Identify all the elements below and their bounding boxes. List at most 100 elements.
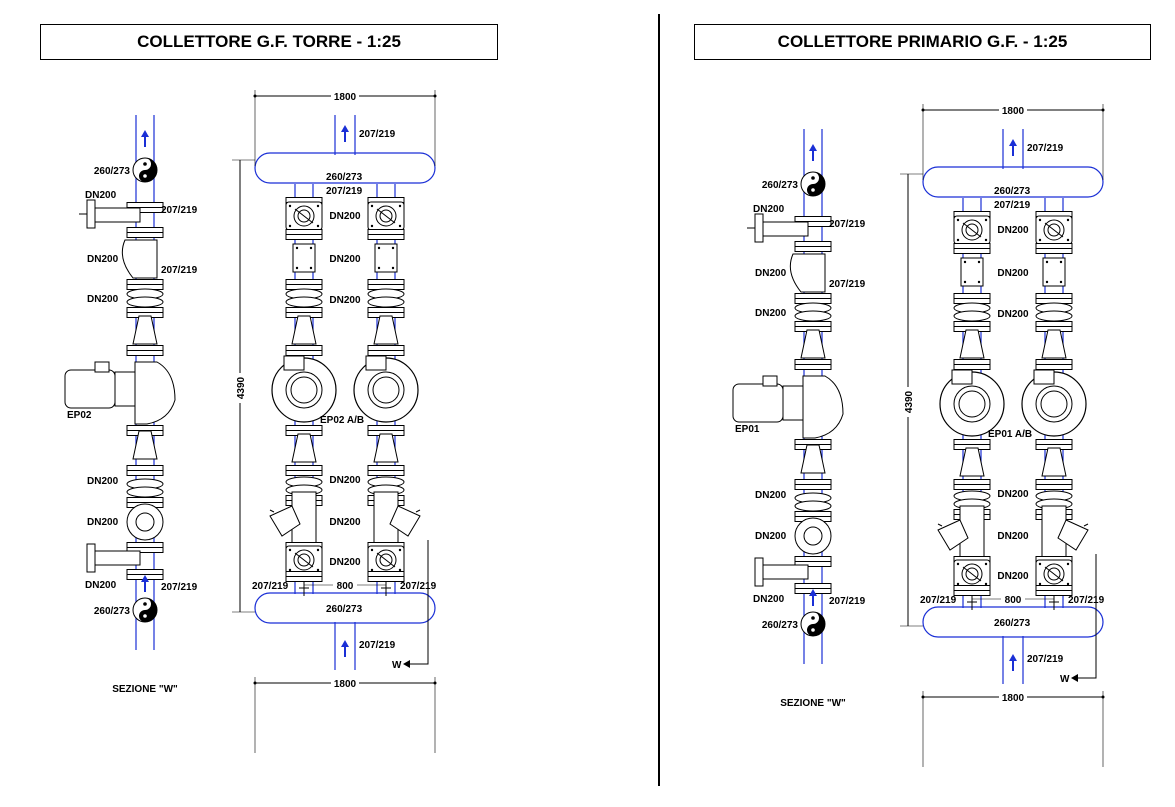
title-left: COLLETTORE G.F. TORRE - 1:25	[40, 24, 498, 60]
flange	[126, 279, 164, 290]
label-dn: DN200	[997, 268, 1029, 279]
flange	[1035, 585, 1073, 596]
dimension-tick	[921, 695, 925, 699]
flange	[367, 229, 405, 240]
label-size-small: 207/219	[829, 596, 866, 607]
dimension-tick	[433, 681, 437, 685]
valve-actuator	[94, 207, 141, 223]
label-dn: DN200	[329, 295, 361, 306]
flange	[794, 293, 832, 304]
compensator	[794, 492, 832, 512]
flow-arrow-icon	[340, 639, 350, 658]
dimension-label: 1800	[1002, 693, 1025, 704]
label-size-small: 207/219	[161, 205, 198, 216]
valve-actuator	[762, 564, 809, 580]
flange	[285, 345, 323, 356]
label-size-small: 207/219	[829, 219, 866, 230]
label-size-small: 207/219	[359, 640, 396, 651]
label-dn: DN200	[329, 254, 361, 265]
butterfly-valve	[285, 201, 323, 231]
label-pump-pair: EP02 A/B	[320, 415, 364, 426]
flange	[126, 227, 164, 238]
label-dn: DN200	[87, 294, 119, 305]
flow-arrow-icon	[1008, 138, 1018, 157]
label-size-small: 207/219	[1068, 595, 1105, 606]
y-strainer	[269, 491, 317, 549]
dimension-label-vertical: 4390	[236, 376, 247, 399]
flow-sensor-icon	[800, 171, 826, 197]
label-size-big: 260/273	[762, 620, 799, 631]
label-pump: EP02	[67, 410, 92, 421]
butterfly-valve	[953, 559, 991, 589]
section-marker-arrow	[1071, 674, 1078, 682]
dimension-tick	[1101, 695, 1105, 699]
label-section: SEZIONE "W"	[112, 684, 178, 695]
label-size-small: 207/219	[920, 595, 957, 606]
label-dn: DN200	[997, 531, 1029, 542]
label-dn: DN200	[329, 475, 361, 486]
compensator	[367, 288, 405, 308]
flange	[1035, 293, 1073, 304]
flow-sensor-icon	[132, 157, 158, 183]
right-drawing: 260/273DN200207/219DN200207/219DN200EP01…	[732, 104, 1105, 767]
dimension-label-vertical: 4390	[904, 390, 915, 413]
flange	[367, 279, 405, 290]
label-dn: DN200	[997, 225, 1029, 236]
dimension-label-bg	[902, 387, 914, 417]
flange	[953, 479, 991, 490]
label-size-small: 207/219	[252, 581, 289, 592]
label-dn: DN200	[329, 557, 361, 568]
section-marker-arrow	[403, 660, 410, 668]
flow-arrow-icon	[140, 129, 150, 148]
label-size-small: 207/219	[1027, 654, 1064, 665]
pump-terminal-box	[762, 375, 778, 387]
label-dn: DN200	[755, 308, 787, 319]
pump-volute	[939, 369, 1005, 437]
butterfly-valve	[367, 545, 405, 575]
section-marker-line	[410, 540, 429, 665]
pump-coupling	[782, 385, 804, 421]
compensator	[285, 288, 323, 308]
dimension-label: 1800	[1002, 106, 1025, 117]
flange	[794, 359, 832, 370]
flange	[285, 465, 323, 476]
flange	[794, 479, 832, 490]
valve-actuator	[94, 550, 141, 566]
compensator	[126, 478, 164, 498]
valve-handwheel	[754, 557, 764, 587]
flow-arrow-icon	[1008, 653, 1018, 672]
valve-handwheel	[86, 543, 96, 573]
label-dn: DN200	[997, 489, 1029, 500]
label-size-small: 207/219	[161, 265, 198, 276]
label-size-big: 260/273	[94, 606, 131, 617]
sheet-divider	[658, 14, 660, 786]
y-strainer	[373, 491, 421, 549]
pump-motor	[732, 383, 784, 423]
pump-coupling	[114, 371, 136, 407]
label-section-marker: W	[392, 660, 402, 671]
flow-sensor-icon	[800, 611, 826, 637]
y-strainer	[1041, 505, 1089, 563]
pump-volute	[353, 355, 419, 423]
label-pump-pair: EP01 A/B	[988, 429, 1032, 440]
flange	[953, 585, 991, 596]
label-pump: EP01	[735, 424, 760, 435]
flow-arrow-icon	[808, 143, 818, 162]
flange	[953, 243, 991, 254]
section-marker-line	[1078, 554, 1097, 679]
butterfly-valve	[953, 215, 991, 245]
label-section-marker: W	[1060, 674, 1070, 685]
label-dn: DN200	[87, 254, 119, 265]
label-size-small: 207/219	[400, 581, 437, 592]
valve-handwheel	[86, 199, 96, 229]
label-size-big: 260/273	[326, 172, 363, 183]
valve-handwheel	[754, 213, 764, 243]
header-pipe	[254, 152, 436, 184]
flange	[285, 279, 323, 290]
flow-sensor-icon	[132, 597, 158, 623]
label-spacing: 800	[337, 581, 354, 592]
flange	[1035, 479, 1073, 490]
pump-volute	[134, 361, 176, 425]
butterfly-valve	[367, 201, 405, 231]
strainer-cover-inner	[135, 512, 155, 532]
